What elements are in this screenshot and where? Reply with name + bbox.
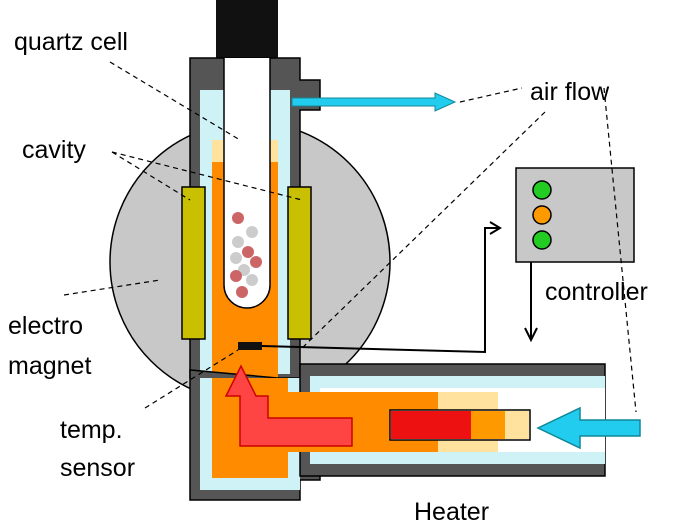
controller-line-arrowhead bbox=[524, 327, 538, 343]
sensor-wire bbox=[261, 227, 498, 354]
label-heater: Heater bbox=[414, 498, 489, 526]
heater-end bbox=[505, 411, 529, 439]
quartz-cell-cap bbox=[216, 0, 278, 58]
temp-sensor-chip bbox=[238, 342, 262, 350]
hot-air-arrow bbox=[224, 364, 353, 447]
heater-core bbox=[391, 411, 471, 439]
label-controller: controller bbox=[545, 278, 648, 306]
label-air-flow: air flow bbox=[530, 78, 610, 106]
label-electro: electro bbox=[8, 312, 83, 340]
label-quartz-cell: quartz cell bbox=[14, 28, 128, 56]
sensor-wire-arrowhead bbox=[489, 221, 502, 235]
label-temp: temp. bbox=[60, 416, 123, 444]
cavity-coil-right bbox=[287, 186, 312, 340]
sample-particles bbox=[230, 212, 262, 298]
indicator-light-middle bbox=[532, 205, 552, 225]
indicator-light-top bbox=[532, 180, 552, 200]
label-cavity: cavity bbox=[22, 136, 86, 164]
leader-lines bbox=[63, 61, 637, 413]
outgoing-air-arrow bbox=[291, 92, 457, 112]
heater-mid bbox=[471, 411, 505, 439]
cavity-coil-left bbox=[181, 186, 206, 340]
indicator-light-bottom bbox=[532, 230, 552, 250]
label-magnet: magnet bbox=[8, 352, 91, 380]
label-sensor: sensor bbox=[60, 454, 135, 482]
incoming-air-arrow bbox=[536, 406, 641, 450]
